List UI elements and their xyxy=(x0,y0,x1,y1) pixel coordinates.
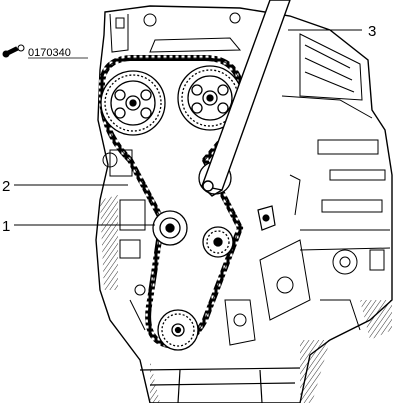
crankshaft-pulley xyxy=(157,309,199,351)
water-pump-pulley xyxy=(202,226,234,258)
callout-3: 3 xyxy=(368,23,376,40)
tool-reference: 0170340 xyxy=(2,44,88,59)
timing-belt xyxy=(98,55,246,349)
tool-code: 0170340 xyxy=(28,47,71,59)
shading xyxy=(100,195,392,403)
callout-1: 1 xyxy=(2,218,10,235)
callout-leaders xyxy=(14,29,362,226)
tensioner-pulley xyxy=(152,210,188,246)
camshaft-pulley-left xyxy=(100,70,166,136)
oil-pan xyxy=(139,367,301,403)
tensioner-arm xyxy=(257,205,276,231)
callout-2: 2 xyxy=(2,178,10,195)
wrench-icon xyxy=(2,44,25,58)
tension-lever-tool xyxy=(201,0,291,197)
cylinder-head xyxy=(102,12,391,346)
camshaft-pulley-right xyxy=(177,65,243,131)
engine-block xyxy=(95,5,393,403)
